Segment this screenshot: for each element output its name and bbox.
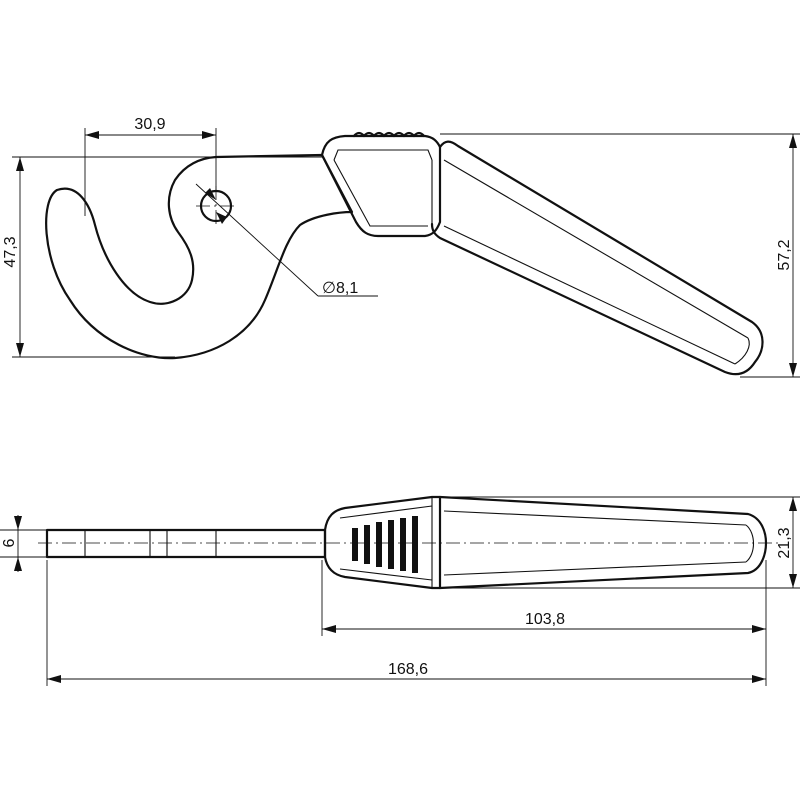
hook-outline	[45, 153, 354, 360]
dim-hole-diameter: ∅ 8,1	[195, 183, 378, 297]
dim-handle-length-label: 103,8	[525, 611, 565, 628]
dim-handle-thickness: 21,3	[440, 496, 800, 589]
arm-facet-bottom	[443, 225, 736, 365]
dim-total-height-label: 57,2	[776, 239, 793, 270]
dim-hook-height: 47,3	[2, 156, 322, 358]
handle-collar	[320, 134, 442, 238]
collar-inner-edge	[333, 159, 428, 227]
arm-tip-facet	[734, 337, 750, 365]
dim-total-height: 57,2	[440, 133, 800, 378]
dim-handle-thickness-label: 21,3	[776, 527, 793, 558]
diameter-symbol: ∅	[322, 280, 336, 297]
top-view	[38, 495, 780, 590]
dim-blade-thickness: 6	[0, 515, 47, 572]
dim-total-length: 168,6	[46, 560, 767, 686]
top-arm-facets	[443, 510, 747, 576]
collar-top-edge	[333, 149, 433, 161]
grip-ribs	[352, 516, 418, 573]
top-handle-arm	[438, 495, 768, 590]
handle-arm	[430, 140, 764, 376]
dim-hook-offset-label: 30,9	[134, 116, 165, 133]
collar-facets	[339, 505, 433, 581]
top-arm-tip	[745, 524, 755, 563]
dim-handle-length: 103,8	[321, 560, 767, 636]
dim-hole-diameter-label: 8,1	[336, 280, 358, 297]
dim-hook-height-label: 47,3	[2, 236, 19, 267]
side-view	[45, 131, 764, 376]
blade	[45, 528, 327, 559]
dim-total-length-label: 168,6	[388, 661, 428, 678]
dim-blade-thickness-label: 6	[1, 538, 18, 547]
grip-serrations	[352, 131, 426, 138]
dim-hook-offset: 30,9	[84, 116, 217, 216]
arm-facet-top	[443, 159, 749, 339]
